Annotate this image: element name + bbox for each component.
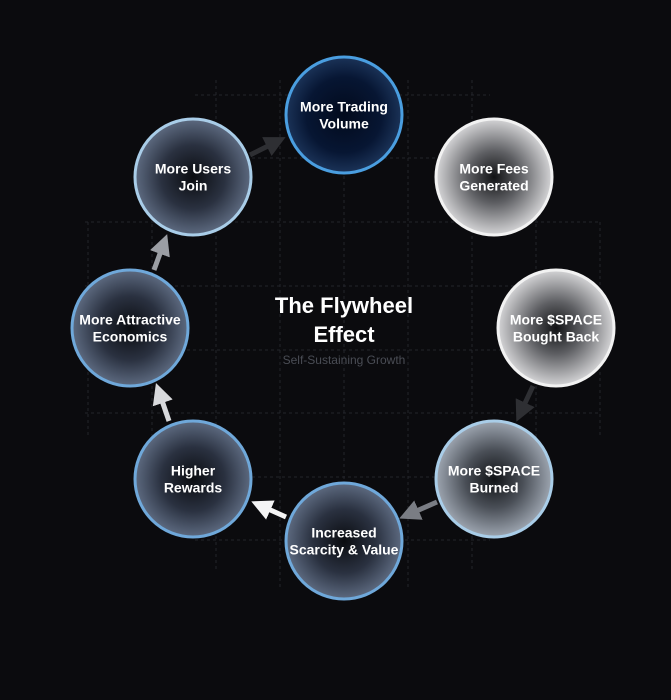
node-label-line: Generated — [459, 178, 528, 194]
arrow-bought-back-to-burned — [515, 384, 536, 422]
node-label-line: More $SPACE — [510, 312, 602, 328]
node-circle — [133, 419, 253, 539]
arrow-burned-to-scarcity — [399, 499, 439, 520]
node-label-line: Rewards — [164, 480, 223, 496]
node-label-line: Volume — [319, 116, 369, 132]
node-label-line: Bought Back — [513, 329, 600, 345]
node-circle — [284, 481, 404, 601]
node-label-line: More Users — [155, 161, 231, 177]
node-label-line: More Fees — [459, 161, 528, 177]
arrow-users-to-volume — [248, 137, 286, 158]
node-circle — [434, 419, 554, 539]
node-circle — [70, 268, 190, 388]
node-circle — [133, 117, 253, 237]
node-label-line: Join — [179, 178, 208, 194]
arrow-economics-to-users — [150, 234, 170, 271]
node-label-line: More Attractive — [79, 312, 181, 328]
subtitle: Self-Sustaining Growth — [283, 353, 406, 367]
node-label-line: More Trading — [300, 99, 388, 115]
node-label-line: More $SPACE — [448, 463, 540, 479]
node-label-line: Higher — [171, 463, 216, 479]
title-line-1: The Flywheel — [275, 293, 413, 318]
node-circle — [284, 55, 404, 175]
center-label: The Flywheel Effect Self-Sustaining Grow… — [275, 293, 413, 367]
node-label-line: Economics — [93, 329, 168, 345]
arrow-scarcity-to-rewards — [251, 500, 288, 520]
node-label-line: Increased — [311, 525, 376, 541]
flow-arrows — [150, 137, 536, 520]
node-label-line: Burned — [470, 480, 519, 496]
node-circle — [434, 117, 554, 237]
title-line-2: Effect — [313, 322, 375, 347]
node-circle — [496, 268, 616, 388]
node-label-line: Scarcity & Value — [290, 542, 399, 558]
arrow-rewards-to-economics — [152, 383, 173, 422]
